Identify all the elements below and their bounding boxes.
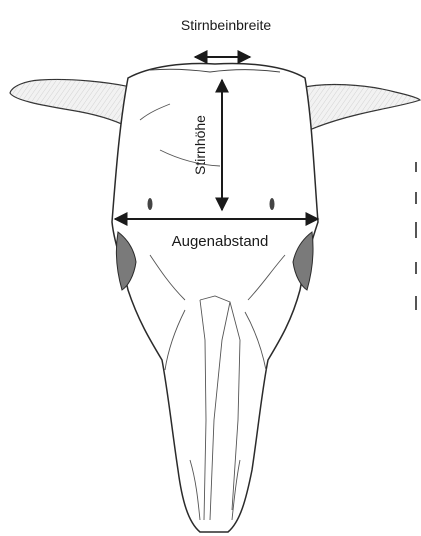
skull-outline [112,64,318,532]
right-horn-texture [300,85,420,132]
augenabstand-label: Augenabstand [172,233,269,250]
left-foramen [148,198,153,210]
left-horn-texture [10,79,135,128]
page-edge-marks [415,162,417,310]
stirnbeinbreite-label: Stirnbeinbreite [181,17,271,33]
right-foramen [270,198,275,210]
stirnhoehe-label: Stirnhöhe [192,115,208,175]
